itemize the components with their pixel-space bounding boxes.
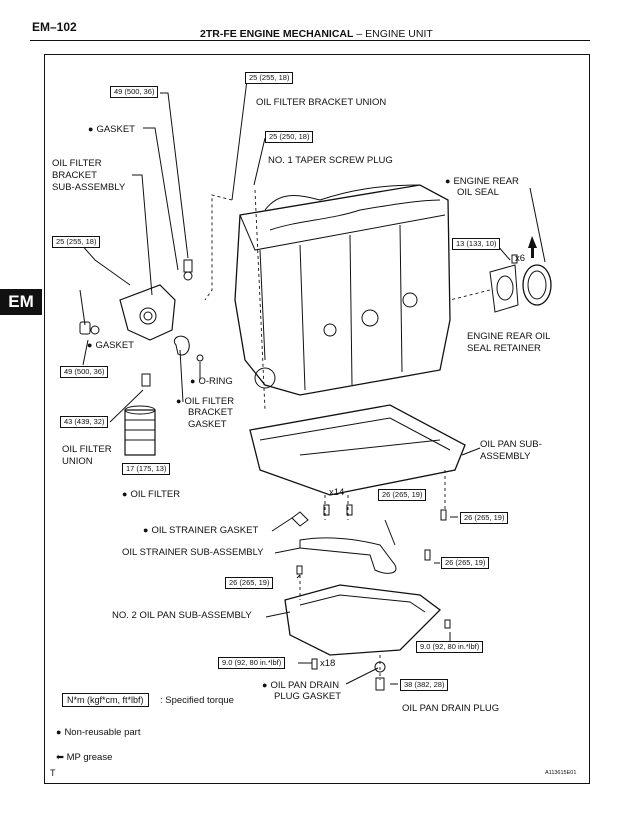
- label-taper-plug: NO. 1 TAPER SCREW PLUG: [268, 155, 393, 166]
- rear-oil-seal: [522, 264, 552, 306]
- torque-25-plug: 25 (250, 18): [265, 131, 314, 143]
- label-bracket-gasket-1: OIL FILTER: [176, 395, 234, 408]
- torque-38: 38 (382, 28): [400, 679, 449, 691]
- torque-25-union: 25 (255, 18): [245, 72, 294, 84]
- label-rear-oil-seal-1: ENGINE REAR: [445, 175, 518, 188]
- label-bracket-gasket-2: BRACKET: [188, 407, 233, 418]
- torque-26-d: 26 (265, 19): [225, 577, 274, 589]
- engine-block: [234, 184, 451, 396]
- label-oil-pan-1: OIL PAN SUB-: [480, 439, 542, 450]
- diagram-frame: [44, 54, 590, 784]
- section-tab: EM: [0, 289, 42, 315]
- mp-grease-arrow-icon: ⬅: [56, 752, 67, 763]
- label-rear-oil-seal-2: OIL SEAL: [457, 187, 499, 198]
- label-retainer-1: ENGINE REAR OIL: [467, 331, 551, 342]
- legend-mp-grease-text: MP grease: [66, 752, 113, 763]
- label-gasket-mid: GASKET: [87, 339, 134, 352]
- page-number: EM–102: [32, 20, 77, 34]
- label-strainer-gasket: OIL STRAINER GASKET: [143, 524, 258, 537]
- grease-arrow: [528, 236, 537, 258]
- label-oil-pan-2: ASSEMBLY: [480, 451, 531, 462]
- torque-26-c: 26 (265, 19): [441, 557, 490, 569]
- torque-9-left: 9.0 (92, 80 in.*lbf): [218, 657, 286, 669]
- label-bracket-union: OIL FILTER BRACKET UNION: [256, 97, 387, 108]
- corner-mark: T: [50, 768, 56, 778]
- torque-17: 17 (175, 13): [122, 463, 171, 475]
- rear-seal-retainer: [489, 264, 519, 313]
- torque-49-mid: 49 (500, 36): [60, 366, 109, 378]
- torque-25-bolts: 25 (255, 18): [52, 236, 101, 248]
- label-x6: x6: [515, 253, 526, 264]
- oil-pan: [249, 404, 466, 496]
- label-gasket-top: GASKET: [88, 123, 135, 136]
- label-x14: x14: [329, 487, 345, 498]
- label-no2-oil-pan: NO. 2 OIL PAN SUB-ASSEMBLY: [112, 610, 252, 621]
- label-strainer-subassy: OIL STRAINER SUB-ASSEMBLY: [122, 547, 264, 558]
- label-oil-filter: OIL FILTER: [122, 488, 180, 501]
- no2-oil-pan: [284, 584, 441, 656]
- torque-26-b: 26 (265, 19): [460, 512, 509, 524]
- title-bold: 2TR-FE ENGINE MECHANICAL: [200, 28, 354, 40]
- label-filter-union-1: OIL FILTER: [62, 444, 112, 455]
- oil-strainer: [299, 537, 397, 574]
- label-bracket-subassy-1: OIL FILTER: [52, 158, 102, 169]
- legend-unit-box: N*m (kgf*cm, ft*lbf): [62, 693, 149, 707]
- label-drain-gasket-2: PLUG GASKET: [274, 691, 342, 702]
- label-bracket-subassy-3: SUB-ASSEMBLY: [52, 182, 126, 193]
- title-rest: ENGINE UNIT: [365, 28, 433, 40]
- label-retainer-2: SEAL RETAINER: [467, 343, 541, 354]
- header-rule: [30, 40, 590, 41]
- figure-code: A113615E01: [545, 770, 577, 776]
- legend-mp-grease: ⬅ MP grease: [56, 752, 112, 764]
- oil-filter: [124, 409, 156, 456]
- label-bracket-subassy-2: BRACKET: [52, 170, 97, 181]
- title-separator: –: [353, 28, 366, 40]
- torque-26-a: 26 (265, 19): [378, 489, 427, 501]
- torque-43: 43 (439, 32): [60, 416, 109, 428]
- legend-unit-text: : Specified torque: [160, 695, 234, 706]
- torque-13: 13 (133, 10): [452, 238, 501, 250]
- label-drain-plug: OIL PAN DRAIN PLUG: [402, 703, 500, 714]
- label-drain-gasket-1: OIL PAN DRAIN: [262, 679, 339, 692]
- legend-non-reusable: Non-reusable part: [56, 726, 140, 739]
- label-o-ring: O-RING: [190, 375, 232, 388]
- torque-9-right: 9.0 (92, 80 in.*lbf): [416, 641, 484, 653]
- torque-49-top: 49 (500, 36): [110, 86, 159, 98]
- label-x18: x18: [320, 658, 336, 669]
- oil-filter-bracket: [119, 284, 176, 341]
- label-filter-union-2: UNION: [62, 456, 93, 467]
- label-bracket-gasket-3: GASKET: [188, 419, 227, 430]
- page-title: 2TR-FE ENGINE MECHANICAL – ENGINE UNIT: [200, 28, 433, 40]
- bracket-gasket: [174, 335, 190, 356]
